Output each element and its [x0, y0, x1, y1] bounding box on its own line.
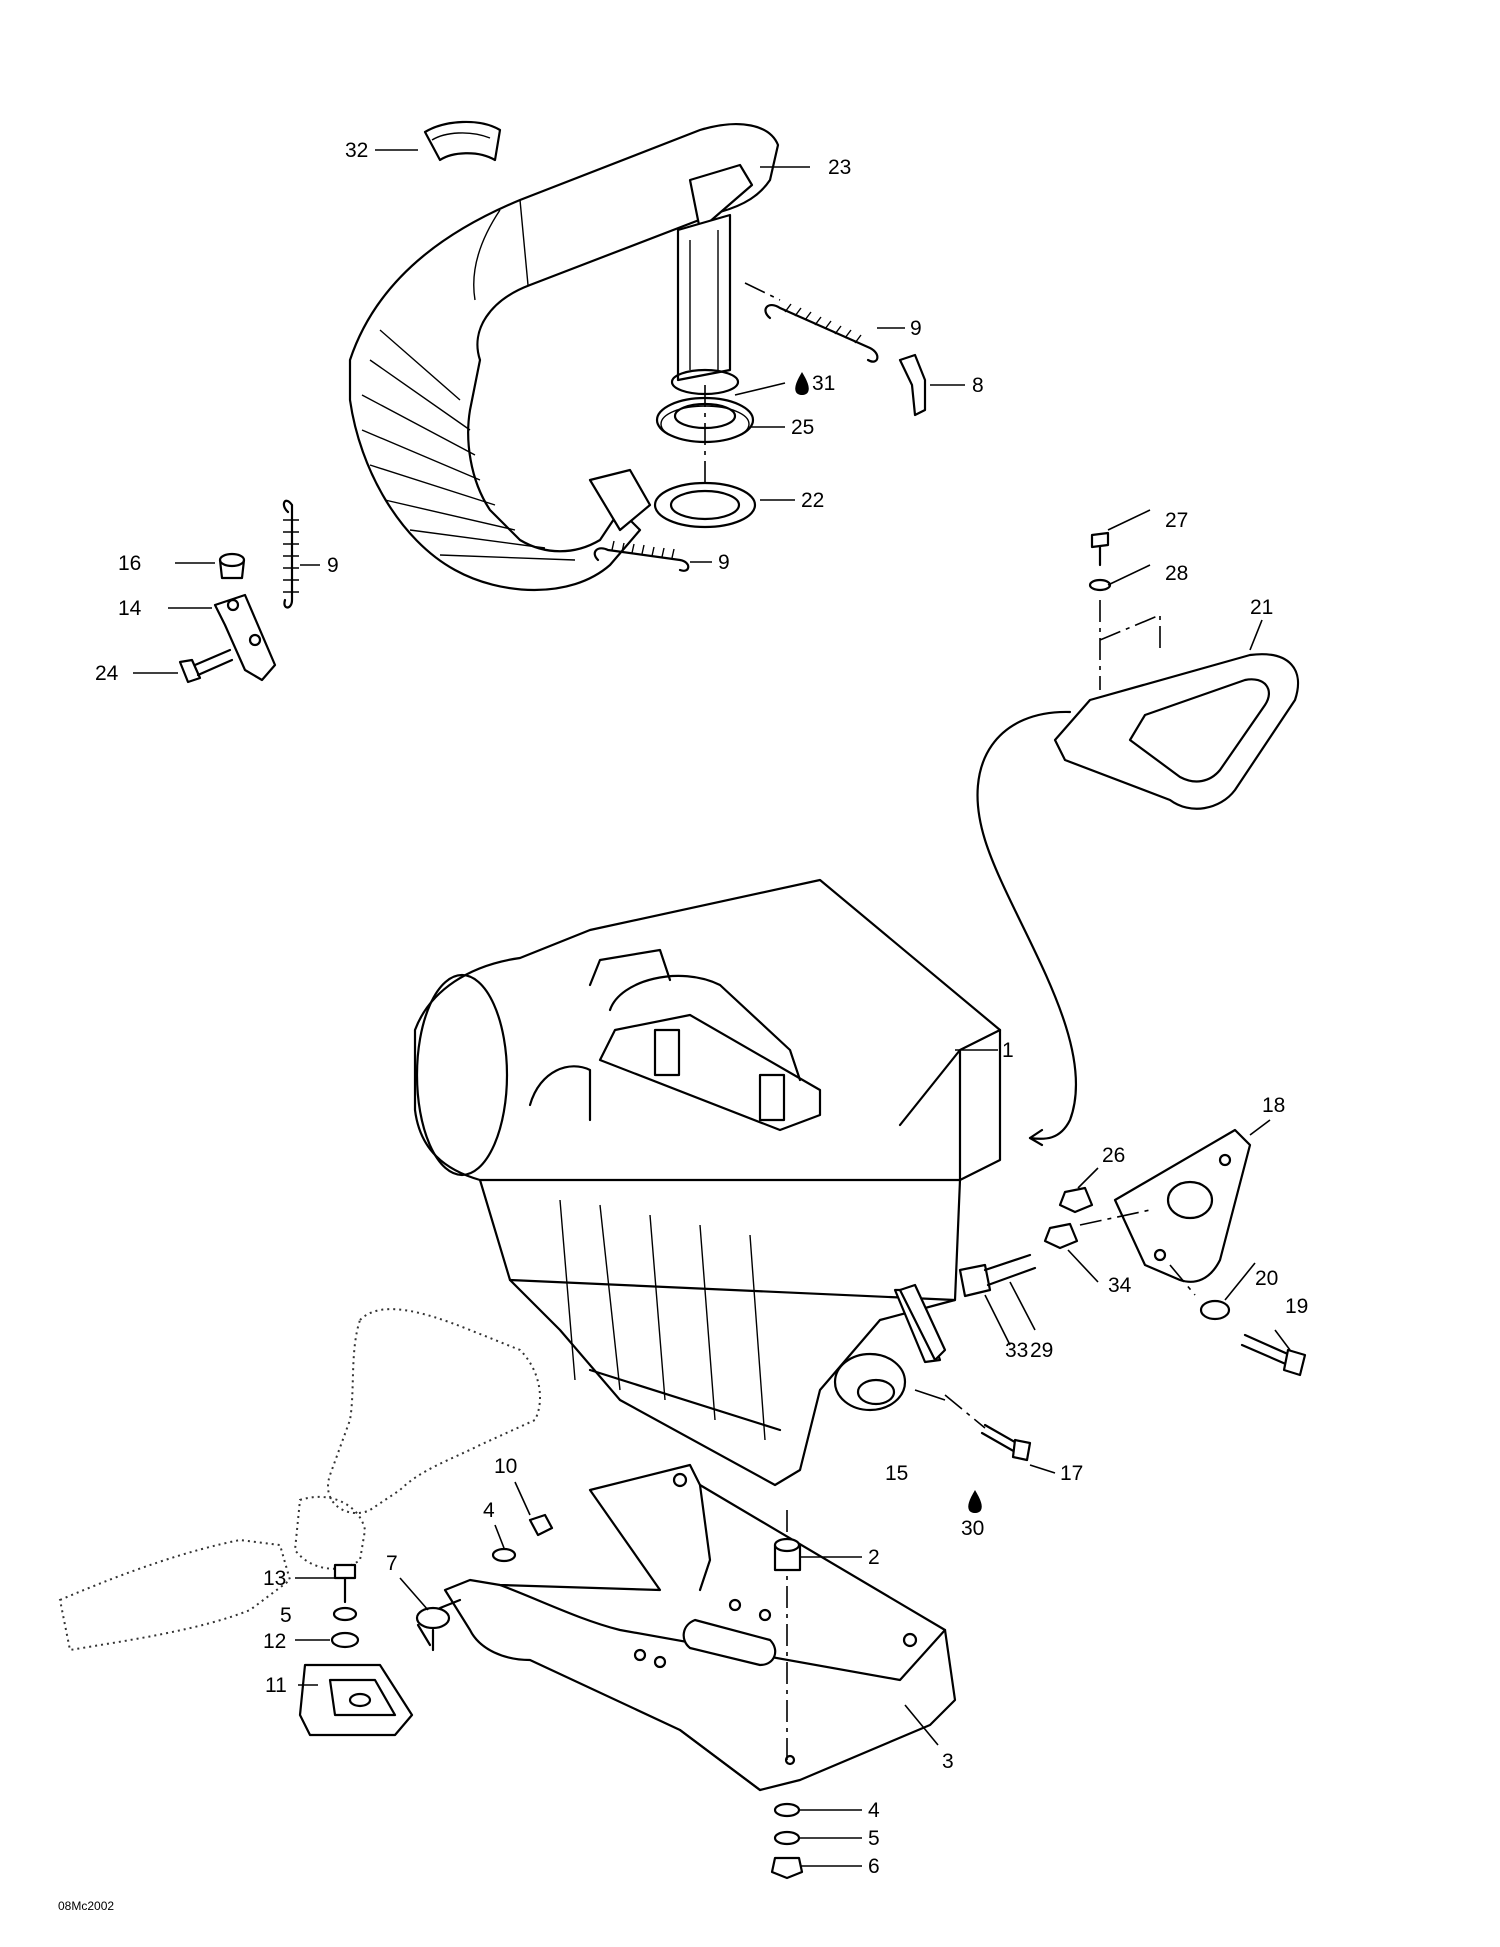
callout-label: 19	[1285, 1295, 1308, 1318]
callout-label: 14	[118, 597, 142, 620]
lock-washer	[773, 1830, 801, 1846]
callout-label: 16	[118, 552, 141, 575]
callout-label: 4	[868, 1799, 880, 1822]
callout-label: 32	[345, 139, 368, 162]
stud	[958, 1253, 1037, 1298]
callout-label: 26	[1102, 1144, 1125, 1167]
callout-label: 2	[868, 1546, 880, 1569]
callout-label: 1	[1002, 1039, 1014, 1062]
screw	[333, 1563, 357, 1604]
spring	[764, 303, 879, 363]
callout-label: 29	[1030, 1339, 1053, 1362]
callout-label: 34	[1108, 1274, 1132, 1297]
drop-icon	[968, 1490, 982, 1513]
callout-label: 12	[263, 1630, 286, 1653]
spring	[593, 540, 690, 572]
washer	[1199, 1299, 1231, 1321]
callout-label: 4	[483, 1499, 495, 1522]
washer	[491, 1547, 517, 1563]
callout-label: 7	[386, 1552, 398, 1575]
hose	[976, 710, 1077, 1140]
temperature-sensor	[415, 1598, 462, 1652]
washer	[773, 1802, 801, 1818]
callout-label: 20	[1255, 1267, 1278, 1290]
spring	[282, 499, 299, 609]
callout-label: 25	[791, 416, 814, 439]
bracket	[898, 353, 927, 417]
gasket	[653, 481, 757, 529]
callout-label: 9	[910, 317, 922, 340]
hex-screw	[178, 648, 234, 684]
heat-shield	[423, 120, 502, 162]
callout-label: 24	[95, 662, 119, 685]
callout-label: 8	[972, 374, 984, 397]
callout-label: 6	[868, 1855, 880, 1878]
exhaust-manifold-ghost	[58, 1308, 541, 1652]
callout-labels: 1 2 3 4 4 5 5 6 7 8 9 9 9 10 11 12 13 14…	[95, 139, 1308, 1878]
screw	[1090, 531, 1110, 567]
lock-washer	[332, 1606, 358, 1622]
nut	[1043, 1222, 1079, 1250]
callout-label: 11	[265, 1674, 287, 1697]
figure-code: 08Mc2002	[58, 1899, 114, 1913]
alternator-bracket	[1113, 1128, 1252, 1283]
drop-icon	[795, 372, 809, 395]
callout-label: 9	[718, 551, 730, 574]
washer	[330, 1631, 360, 1649]
rubber-stud	[218, 552, 246, 580]
hex-screw	[1240, 1333, 1307, 1377]
callout-label: 5	[868, 1827, 880, 1850]
callout-label: 22	[801, 489, 824, 512]
callout-label: 33	[1005, 1339, 1028, 1362]
engine-support	[443, 1463, 957, 1792]
screw	[980, 1423, 1032, 1462]
callout-label: 17	[1060, 1462, 1083, 1485]
callout-label: 28	[1165, 562, 1188, 585]
spacer	[773, 1537, 802, 1572]
engine-mount	[298, 1663, 414, 1737]
callout-label: 10	[494, 1455, 517, 1478]
callout-label: 5	[280, 1604, 292, 1627]
leader-lines	[133, 149, 1291, 1867]
engine	[413, 878, 1002, 1487]
exhaust-pipe	[348, 123, 780, 592]
nut	[770, 1856, 804, 1880]
callout-label: 18	[1262, 1094, 1285, 1117]
nut	[1058, 1186, 1094, 1214]
exhaust-bracket	[213, 593, 277, 682]
callout-label: 3	[942, 1750, 954, 1773]
callout-label: 31	[812, 372, 835, 395]
heat-exchanger	[1053, 653, 1300, 810]
callout-label: 30	[961, 1517, 984, 1540]
washer	[1088, 578, 1112, 592]
callout-label: 9	[327, 554, 339, 577]
callout-label: 23	[828, 156, 851, 179]
callout-label: 21	[1250, 596, 1273, 619]
callout-label: 13	[263, 1567, 286, 1590]
support-plate	[898, 1283, 947, 1362]
callout-label: 27	[1165, 509, 1188, 532]
callout-label: 15	[885, 1462, 908, 1485]
nut	[528, 1513, 554, 1537]
